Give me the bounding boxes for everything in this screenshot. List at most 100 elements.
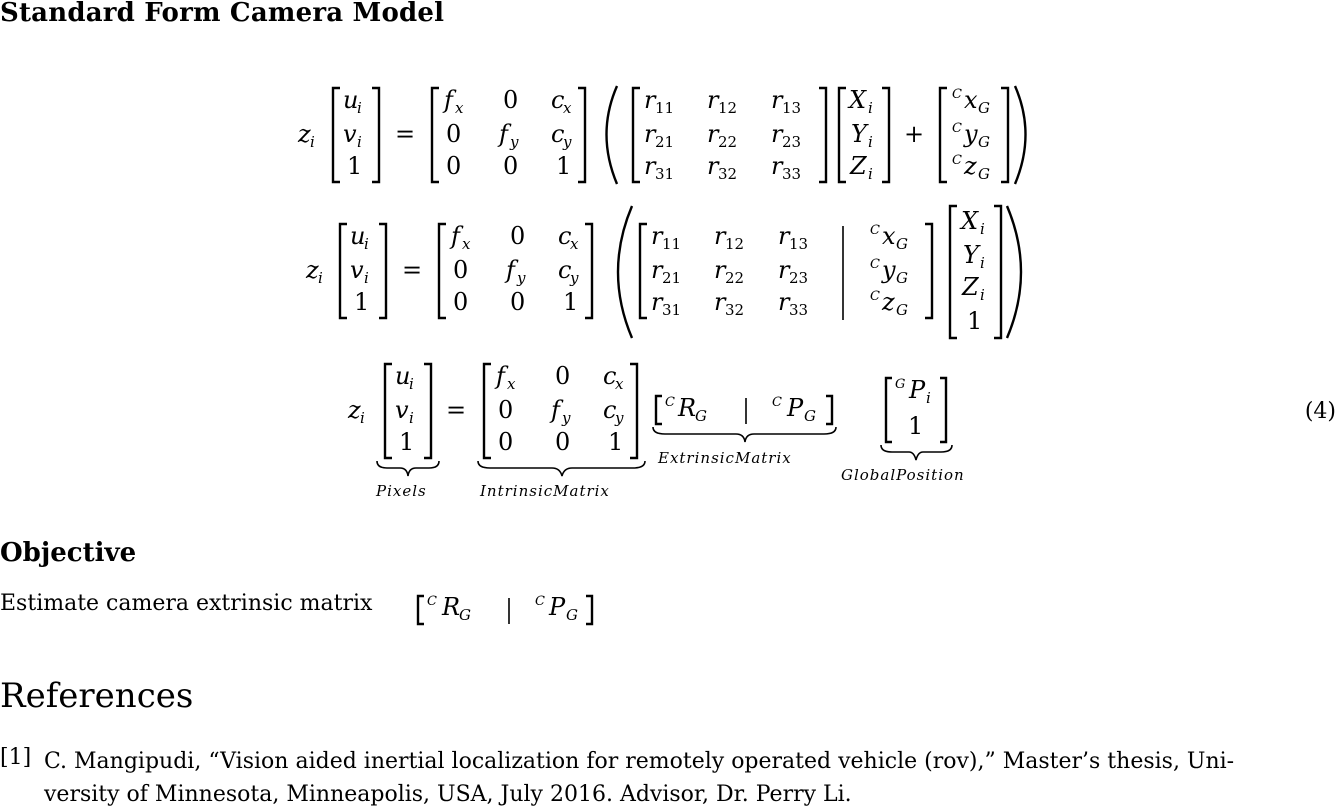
svg-text:C: C <box>870 289 880 304</box>
svg-text:i: i <box>980 220 985 238</box>
svg-text:C: C <box>870 257 880 272</box>
svg-text:i: i <box>357 99 362 117</box>
svg-text:r: r <box>644 152 657 180</box>
objective-sentence: Estimate camera extrinsic matrix <box>0 591 373 616</box>
svg-text:12: 12 <box>718 99 737 117</box>
svg-text:G: G <box>695 407 707 425</box>
svg-text:u: u <box>395 362 410 390</box>
svg-text:Y: Y <box>963 241 981 269</box>
svg-text:i: i <box>360 409 365 427</box>
svg-text:0: 0 <box>446 120 461 148</box>
svg-text:y: y <box>562 133 572 151</box>
label-intrinsic-matrix: IntrinsicMatrix <box>479 482 610 500</box>
section-title-objective: Objective <box>0 538 137 568</box>
svg-text:22: 22 <box>718 133 737 151</box>
svg-text:x: x <box>455 99 464 117</box>
svg-text:y: y <box>881 256 896 284</box>
svg-text:1: 1 <box>556 152 571 180</box>
svg-text:21: 21 <box>662 269 681 287</box>
svg-text:G: G <box>896 301 908 319</box>
svg-text:y: y <box>516 269 526 287</box>
svg-text:C: C <box>427 594 437 609</box>
svg-text:i: i <box>318 269 323 287</box>
svg-text:32: 32 <box>725 301 744 319</box>
svg-text:Z: Z <box>849 152 868 180</box>
objective-text: Estimate camera extrinsic matrix <box>0 591 372 616</box>
svg-text:x: x <box>570 235 579 253</box>
svg-text:y: y <box>963 120 978 148</box>
svg-text:i: i <box>310 133 315 151</box>
svg-text:C: C <box>952 121 962 136</box>
svg-text:r: r <box>714 222 727 250</box>
svg-text:C: C <box>665 395 675 410</box>
svg-text:r: r <box>771 120 784 148</box>
svg-text:r: r <box>714 288 727 316</box>
svg-text:r: r <box>707 152 720 180</box>
svg-text:x: x <box>462 235 471 253</box>
svg-text:G: G <box>896 269 908 287</box>
svg-text:x: x <box>563 99 572 117</box>
svg-text:u: u <box>350 222 365 250</box>
reference-number: [1] <box>0 745 32 770</box>
svg-text:i: i <box>868 99 873 117</box>
svg-text:32: 32 <box>718 165 737 183</box>
svg-text:y: y <box>569 269 579 287</box>
svg-text:i: i <box>364 269 369 287</box>
svg-text:Y: Y <box>851 120 869 148</box>
label-extrinsic-matrix: ExtrinsicMatrix <box>657 449 792 467</box>
svg-text:21: 21 <box>655 133 674 151</box>
svg-text:C: C <box>870 223 880 238</box>
svg-text:G: G <box>978 99 990 117</box>
svg-text:13: 13 <box>789 235 808 253</box>
section-title-references: References <box>0 676 194 716</box>
svg-text:i: i <box>409 375 414 393</box>
svg-text:r: r <box>771 86 784 114</box>
svg-text:x: x <box>615 375 624 393</box>
svg-text:=: = <box>395 120 415 148</box>
svg-text:R: R <box>677 394 696 422</box>
svg-text:0: 0 <box>555 362 570 390</box>
svg-text:0: 0 <box>555 428 570 456</box>
svg-text:33: 33 <box>782 165 801 183</box>
svg-text:R: R <box>441 593 460 621</box>
reference-line-2: versity of Minnesota, Minneapolis, USA, … <box>44 782 852 807</box>
svg-text:i: i <box>980 254 985 272</box>
svg-text:r: r <box>778 222 791 250</box>
svg-text:=: = <box>402 256 422 284</box>
svg-text:31: 31 <box>662 301 681 319</box>
svg-text:z: z <box>347 396 361 424</box>
svg-text:i: i <box>868 165 873 183</box>
svg-text:+: + <box>904 120 924 148</box>
svg-text:r: r <box>644 86 657 114</box>
svg-text:r: r <box>714 256 727 284</box>
svg-text:C: C <box>952 87 962 102</box>
svg-text:31: 31 <box>655 165 674 183</box>
svg-text:r: r <box>651 288 664 316</box>
svg-text:G: G <box>978 133 990 151</box>
svg-text:C: C <box>952 153 962 168</box>
label-global-position: GlobalPosition <box>841 466 965 484</box>
svg-text:0: 0 <box>498 396 513 424</box>
svg-text:z: z <box>305 256 319 284</box>
svg-text:i: i <box>980 286 985 304</box>
equation-number: (4) <box>1305 399 1336 424</box>
svg-text:C: C <box>772 395 782 410</box>
svg-text:y: y <box>509 133 519 151</box>
svg-text:0: 0 <box>446 152 461 180</box>
svg-text:X: X <box>847 86 867 114</box>
svg-text:i: i <box>409 409 414 427</box>
svg-text:r: r <box>707 120 720 148</box>
svg-text:G: G <box>978 165 990 183</box>
svg-text:x: x <box>882 222 896 250</box>
svg-text:c: c <box>551 86 564 114</box>
svg-text:i: i <box>868 133 873 151</box>
svg-text:12: 12 <box>725 235 744 253</box>
svg-text:v: v <box>343 120 357 148</box>
underbrace-intrinsic <box>477 460 646 477</box>
svg-text:P: P <box>786 394 804 422</box>
